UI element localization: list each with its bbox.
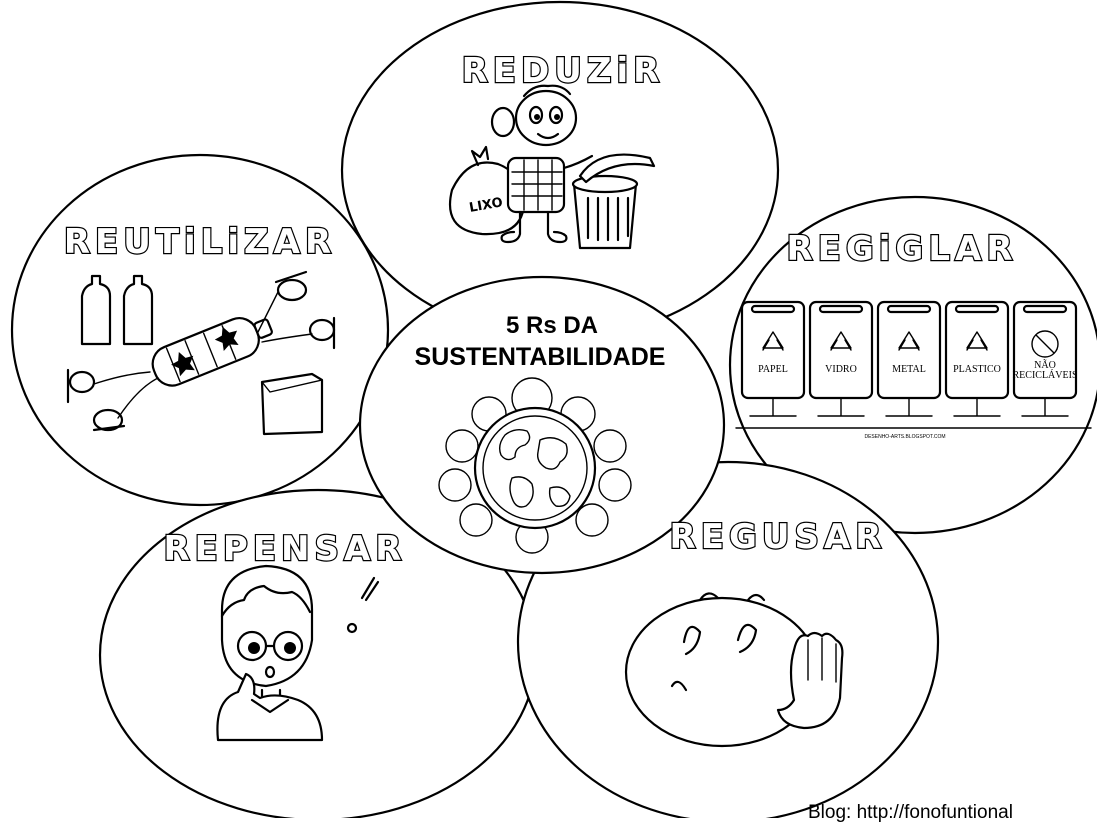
center-title-line1: 5 Rs DA xyxy=(506,312,598,339)
title-reutilizar: REUTiLiZAR xyxy=(64,222,336,262)
recycling-bin: VIDRO xyxy=(808,300,874,417)
reutilizar-bottles-illustration xyxy=(66,270,336,436)
recycling-bin: PLASTICO xyxy=(944,300,1010,417)
bin-label: PLASTICO xyxy=(953,364,1001,375)
recycle-icon xyxy=(966,331,988,351)
recycle-icon xyxy=(762,331,784,351)
recusar-refusing-face-illustration xyxy=(624,592,844,748)
no-recycle-icon xyxy=(1031,330,1059,358)
recycle-icon xyxy=(898,331,920,351)
bin-label-line2: RECICLÁVEIS xyxy=(1013,369,1078,381)
title-recusar: REGUSAR xyxy=(670,517,887,557)
reduzir-character-illustration: LIXO xyxy=(448,84,656,250)
recycle-icon xyxy=(830,331,852,351)
repensar-thinking-boy-illustration xyxy=(216,564,380,742)
title-reciclar: REGiGLAR xyxy=(786,229,1017,269)
bin-label: PAPEL xyxy=(758,364,788,375)
globe-with-trees-illustration xyxy=(438,377,632,554)
bag-label: LIXO xyxy=(468,195,504,216)
bin-label: METAL xyxy=(892,364,926,375)
bin-label: VIDRO xyxy=(825,364,857,375)
recycling-bin: METAL xyxy=(876,300,942,417)
title-reduzir: REDUZiR xyxy=(462,51,665,91)
title-repensar: REPENSAR xyxy=(164,529,407,569)
center-title-line2: SUSTENTABILIDADE xyxy=(415,343,666,371)
bin-label-line1: NÃO xyxy=(1034,359,1056,371)
recycling-bin: PAPEL xyxy=(740,300,806,417)
site-caption: DESENHO-ARTS.BLOGSPOT.COM xyxy=(864,434,945,440)
blog-credit: Blog: http://fonofuntional xyxy=(808,802,1013,823)
